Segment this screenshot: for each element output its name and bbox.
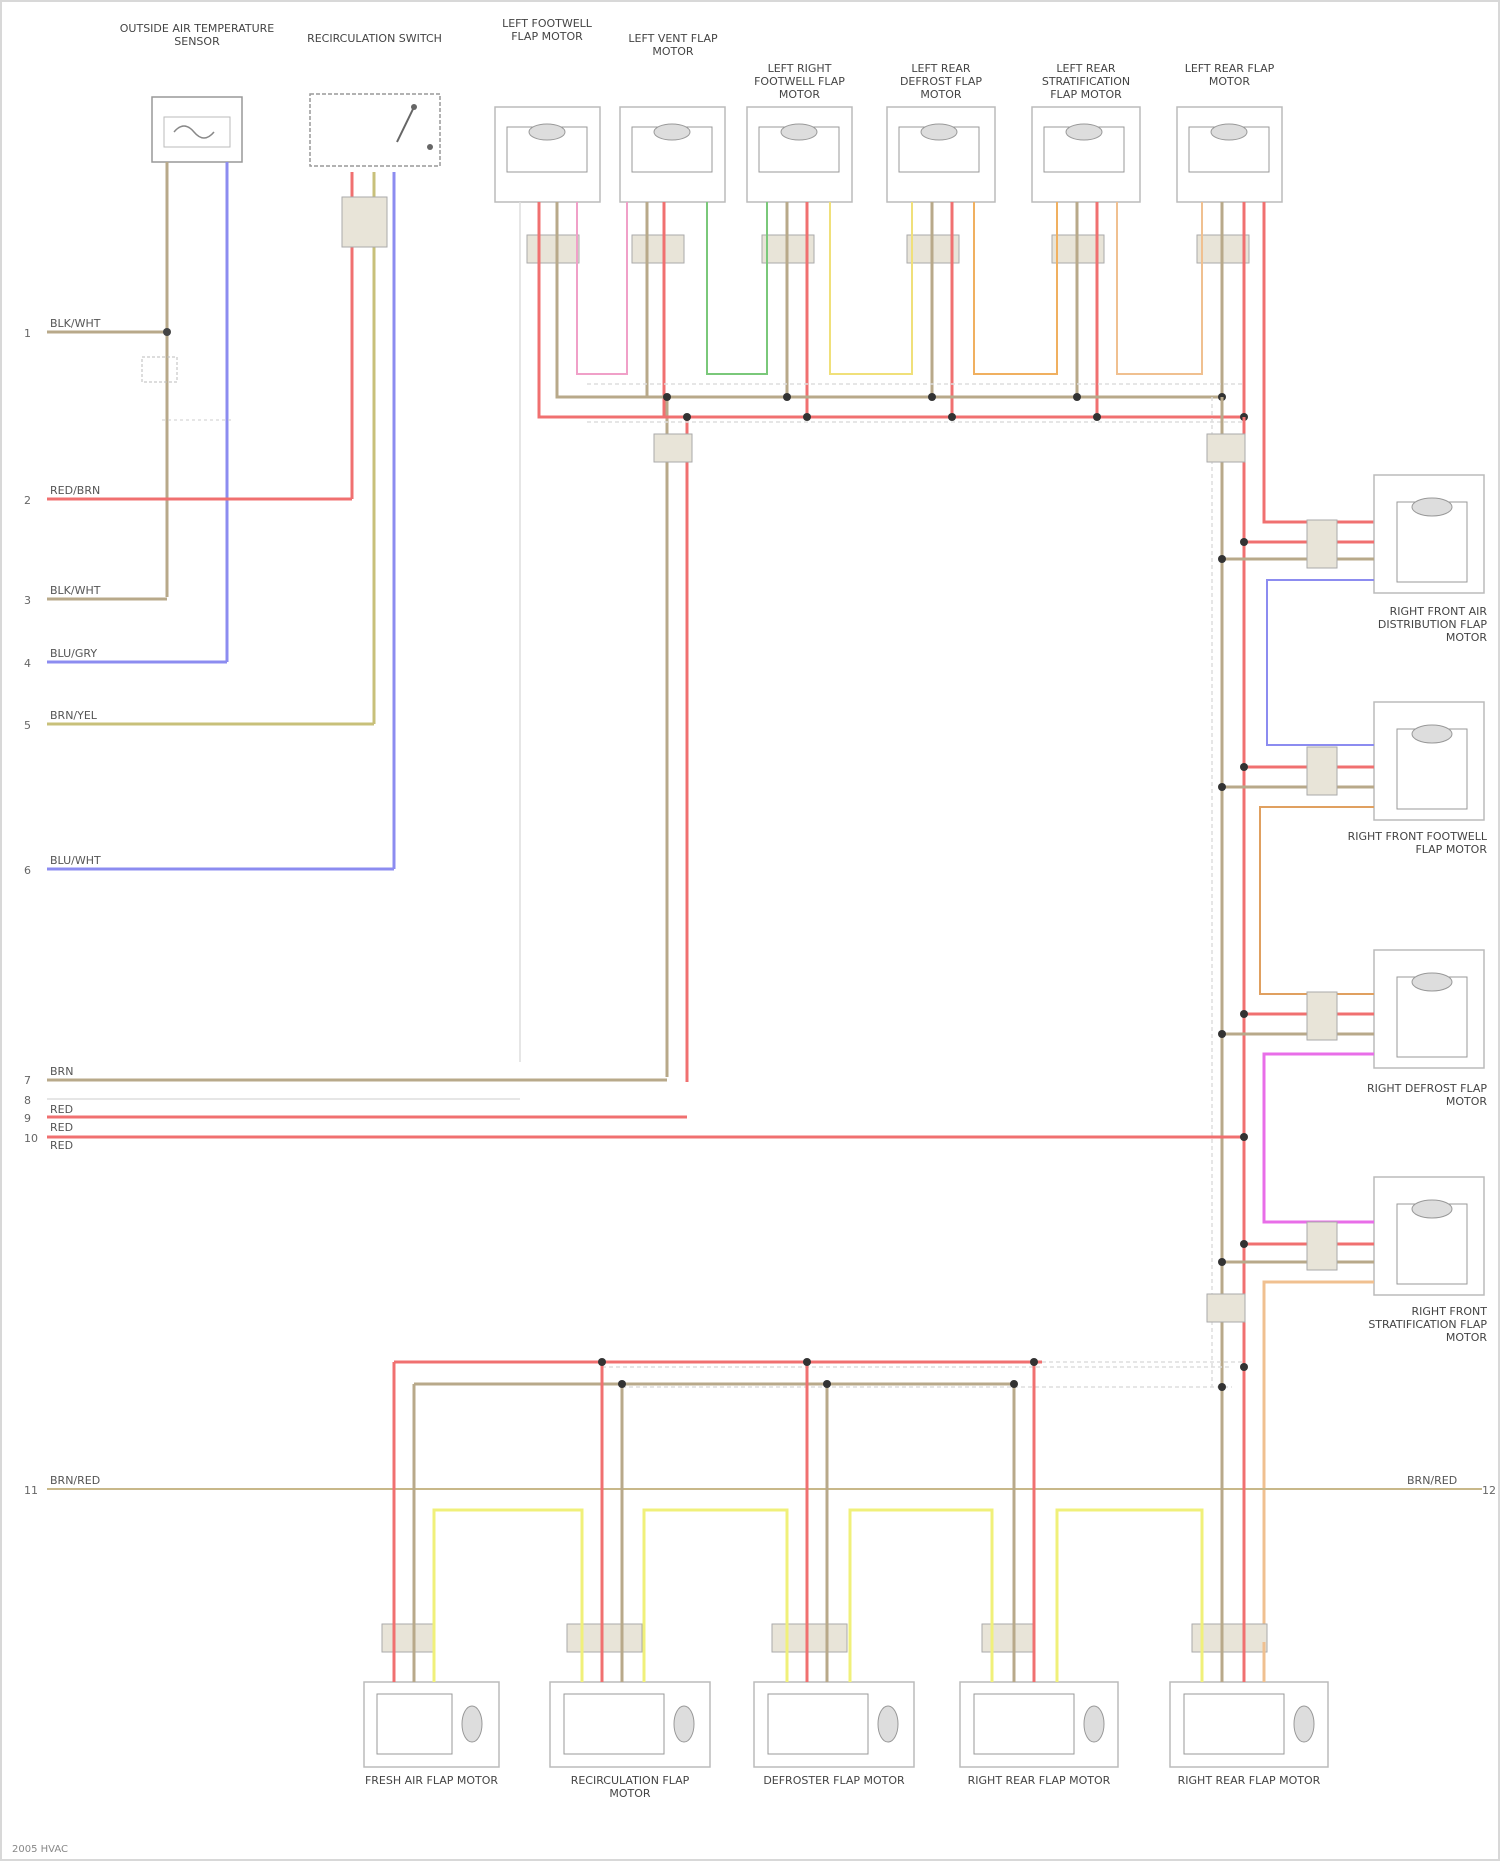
pin-1: 1 [24,327,31,340]
top-motor-3 [747,107,852,202]
wire-label-6: BLU/WHT [50,854,101,867]
top-motor-2 [620,107,725,202]
top-motor-5 [1032,107,1140,202]
outside-air-temp-sensor-label: OUTSIDE AIR TEMPERATURE SENSOR [112,22,282,48]
ground-label-right: BRN/RED [1407,1474,1457,1487]
wire-label-2: RED/BRN [50,484,100,497]
wire-label-10: RED [50,1139,73,1152]
right-motor-1 [1374,475,1484,593]
pin-6: 6 [24,864,31,877]
top-motor-5-label: LEFT REAR STRATIFICATION FLAP MOTOR [1032,62,1140,101]
top-motor-6 [1177,107,1282,202]
bottom-motor-5 [1170,1682,1328,1767]
pin-11: 11 [24,1484,38,1497]
pin-4: 4 [24,657,31,670]
wire-label-3: BLK/WHT [50,584,100,597]
wire-label-9: RED [50,1121,73,1134]
bottom-motor-2-label: RECIRCULATION FLAP MOTOR [550,1774,710,1800]
wire-label-7: BRN [50,1065,73,1078]
wire-label-4: BLU/GRY [50,647,97,660]
right-motor-3 [1374,950,1484,1068]
right-motor-1-label: RIGHT FRONT AIR DISTRIBUTION FLAP MOTOR [1347,605,1487,644]
right-motor-2 [1374,702,1484,820]
pin-3: 3 [24,594,31,607]
pin-8: 8 [24,1094,31,1107]
footer-text: 2005 HVAC [12,1844,68,1855]
top-motor-2-label: LEFT VENT FLAP MOTOR [614,32,732,58]
bottom-motor-1 [364,1682,499,1767]
top-motor-4 [887,107,995,202]
pin-7: 7 [24,1074,31,1087]
bottom-motor-5-label: RIGHT REAR FLAP MOTOR [1170,1774,1328,1787]
right-motor-3-label: RIGHT DEFROST FLAP MOTOR [1347,1082,1487,1108]
top-motor-4-label: LEFT REAR DEFROST FLAP MOTOR [887,62,995,101]
pin-12: 12 [1482,1484,1496,1497]
wire-label-1: BLK/WHT [50,317,100,330]
right-motor-4 [1374,1177,1484,1295]
wire-label-8: RED [50,1103,73,1116]
outside-air-temp-sensor [152,97,242,162]
top-motor-1-label: LEFT FOOTWELL FLAP MOTOR [492,17,602,43]
wire-label-5: BRN/YEL [50,709,97,722]
right-motor-2-label: RIGHT FRONT FOOTWELL FLAP MOTOR [1322,830,1487,856]
ground-label-left: BRN/RED [50,1474,100,1487]
right-motor-4-label: RIGHT FRONT STRATIFICATION FLAP MOTOR [1347,1305,1487,1344]
top-motor-1 [495,107,600,202]
bottom-motor-3-label: DEFROSTER FLAP MOTOR [754,1774,914,1787]
recirculation-switch [310,94,440,166]
bottom-motor-1-label: FRESH AIR FLAP MOTOR [364,1774,499,1787]
pin-2: 2 [24,494,31,507]
bottom-motor-4-label: RIGHT REAR FLAP MOTOR [960,1774,1118,1787]
pin-5: 5 [24,719,31,732]
bottom-motor-2 [550,1682,710,1767]
pin-9: 9 [24,1112,31,1125]
pin-10: 10 [24,1132,38,1145]
top-motor-6-label: LEFT REAR FLAP MOTOR [1177,62,1282,88]
bottom-motor-4 [960,1682,1118,1767]
bottom-motor-3 [754,1682,914,1767]
recirculation-switch-label: RECIRCULATION SWITCH [297,32,452,45]
top-motor-3-label: LEFT RIGHT FOOTWELL FLAP MOTOR [747,62,852,101]
